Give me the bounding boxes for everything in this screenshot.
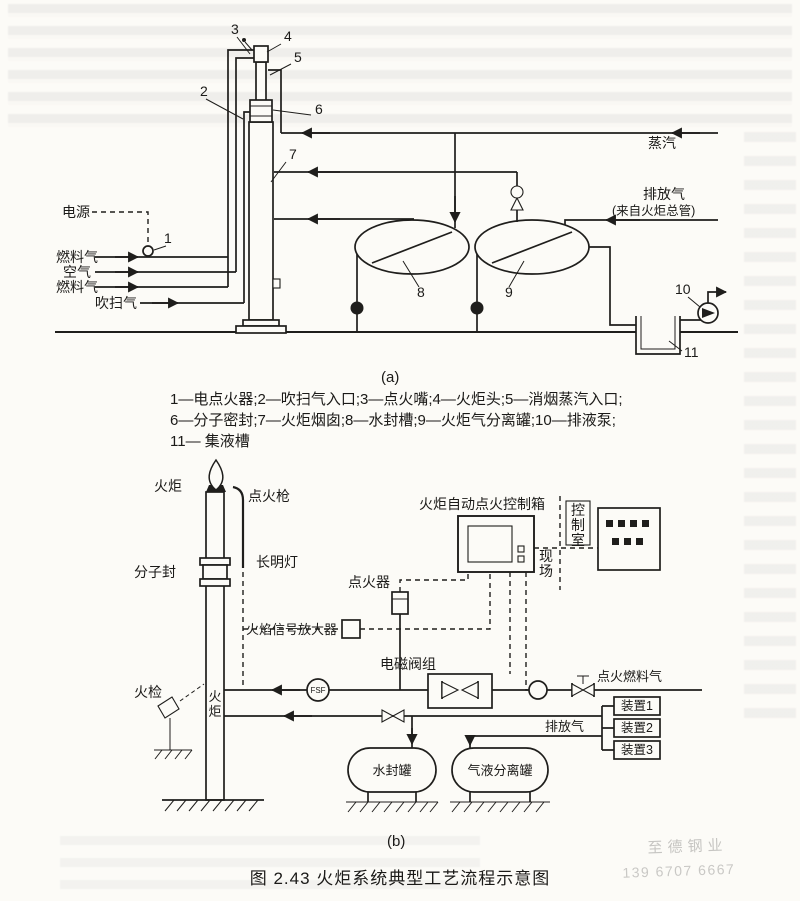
callout-2: 2: [200, 83, 208, 99]
pipe-labels-a: 蒸汽 排放气 (来自火炬总管) 电源 燃料气 空气 燃料气 吹扫气: [56, 135, 695, 311]
callout-7: 7: [289, 146, 297, 162]
watermark-company: 至德钢业: [647, 836, 728, 857]
vent-gas-label: 排放气: [643, 186, 685, 202]
labels-b: 火炬 点火枪 长明灯 分子封 点火器 火炬自动点火控制箱 控制室 现场 火焰信号…: [134, 478, 662, 734]
control-room-label-frame: [565, 500, 591, 546]
drain-valve-8: [350, 301, 364, 315]
flame-signal-amplifier-label: 火焰信号放大器: [246, 622, 337, 637]
steam-label: 蒸汽: [648, 135, 676, 151]
control-box-label: 火炬自动点火控制箱: [419, 496, 545, 512]
liquid-collection-tank: [635, 316, 681, 355]
flare-stack-label: 火炬: [208, 689, 221, 719]
drain-pump: [697, 302, 719, 324]
pilot-nozzle: [242, 38, 246, 42]
unit-boxes: 装置1 装置2 装置3: [613, 696, 661, 760]
fuel-gas-valve: [571, 675, 595, 697]
legend: 1—电点火器;2—吹扫气入口;3—点火嘴;4—火炬头;5—消烟蒸汽入口; 6—分…: [170, 391, 623, 450]
callout-10: 10: [675, 281, 691, 297]
flame-detector-label: 火检: [134, 684, 162, 700]
callout-11: 11: [684, 344, 699, 360]
fuel-gas-bottom-label: 燃料气: [56, 279, 98, 295]
callout-6: 6: [315, 101, 323, 117]
unit-1-label: 装置1: [621, 699, 653, 713]
water-seal-drum: [354, 219, 470, 275]
gas-liquid-separator-label: 气液分离罐: [467, 763, 532, 778]
igniter-device: [391, 591, 409, 615]
flare-stack: [235, 38, 287, 334]
electric-igniter: [142, 245, 154, 257]
ignition-fuel-gas-label: 点火燃料气: [597, 669, 662, 684]
flare-label: 火炬: [154, 478, 182, 494]
vent-gas-label-b: 排放气: [545, 719, 584, 734]
air-label: 空气: [63, 264, 91, 280]
callouts-a: 1 2 3 4 5 6 7 8 9 10 11: [153, 21, 701, 360]
molecular-seal-label: 分子封: [134, 564, 176, 580]
legend-line-3: 11— 集液槽: [170, 433, 250, 450]
vent-gas-source-label: (来自火炬总管): [612, 203, 695, 218]
diagram-a: 1 2 3 4 5 6 7 8 9 10 11 蒸汽 排放气 (来自火炬总管) …: [55, 21, 738, 386]
relief-valve: [510, 196, 524, 211]
gas-liquid-separator-vessel: 气液分离罐: [450, 747, 550, 813]
ground-hatch-stack: [164, 799, 259, 812]
control-room-panel: [597, 507, 661, 571]
ignition-control-box: [457, 515, 535, 573]
ignition-gun-label: 点火枪: [248, 488, 290, 504]
flame-icon: [208, 458, 224, 491]
fsf-label: FSF: [310, 686, 325, 695]
sub-figure-b-label: (b): [387, 833, 405, 850]
fuel-gas-top-label: 燃料气: [56, 249, 98, 265]
control-room-label: 控制室: [571, 502, 585, 548]
molecular-seal-b: [199, 557, 231, 566]
callout-5: 5: [294, 49, 302, 65]
flame-signal-amplifier-box: [341, 619, 361, 639]
legend-line-2: 6—分子密封;7—火炬烟囱;8—水封槽;9—火炬气分离罐;10—排液泵;: [170, 412, 616, 429]
fsf-instrument: FSF: [306, 678, 330, 702]
flare-head: [253, 45, 269, 63]
unit-3-label: 装置3: [621, 743, 653, 757]
callout-9: 9: [505, 284, 513, 300]
flare-gas-separator-drum: [474, 185, 590, 275]
flame-detector-device: [154, 683, 205, 760]
watermark-phone: 139 6707 6667: [622, 861, 735, 881]
legend-line-1: 1—电点火器;2—吹扫气入口;3—点火嘴;4—火炬头;5—消烟蒸汽入口;: [170, 391, 623, 408]
drain-valve-9: [470, 301, 484, 315]
ignition-gun-pipe: [232, 485, 245, 568]
water-seal-tank-label: 水封罐: [372, 763, 411, 778]
vent-header-valve: [381, 709, 405, 723]
diagram-b: FSF 装置1: [134, 458, 702, 850]
callout-1: 1: [164, 230, 172, 246]
sub-figure-a-label: (a): [381, 369, 399, 386]
purge-gas-label: 吹扫气: [95, 295, 137, 311]
solenoid-valve-group-box: [427, 673, 493, 709]
instrument-circle: [528, 680, 548, 700]
field-site-label: 现场: [539, 548, 553, 579]
water-seal-tank-vessel: 水封罐: [346, 747, 439, 813]
figure-caption: 图 2.43 火炬系统典型工艺流程示意图: [250, 869, 551, 888]
piping-a: [55, 49, 738, 333]
unit-2-label: 装置2: [621, 721, 653, 735]
callout-8: 8: [417, 284, 425, 300]
callout-3: 3: [231, 21, 239, 37]
pilot-burner-label: 长明灯: [256, 554, 298, 570]
flare-stack-b: [162, 458, 264, 812]
watermark: 至德钢业 139 6707 6667: [622, 836, 735, 881]
power-label: 电源: [62, 204, 90, 220]
molecular-seal: [249, 99, 273, 123]
solenoid-valve-group-label: 电磁阀组: [380, 656, 436, 672]
igniter-label: 点火器: [348, 574, 390, 590]
callout-4: 4: [284, 28, 292, 44]
